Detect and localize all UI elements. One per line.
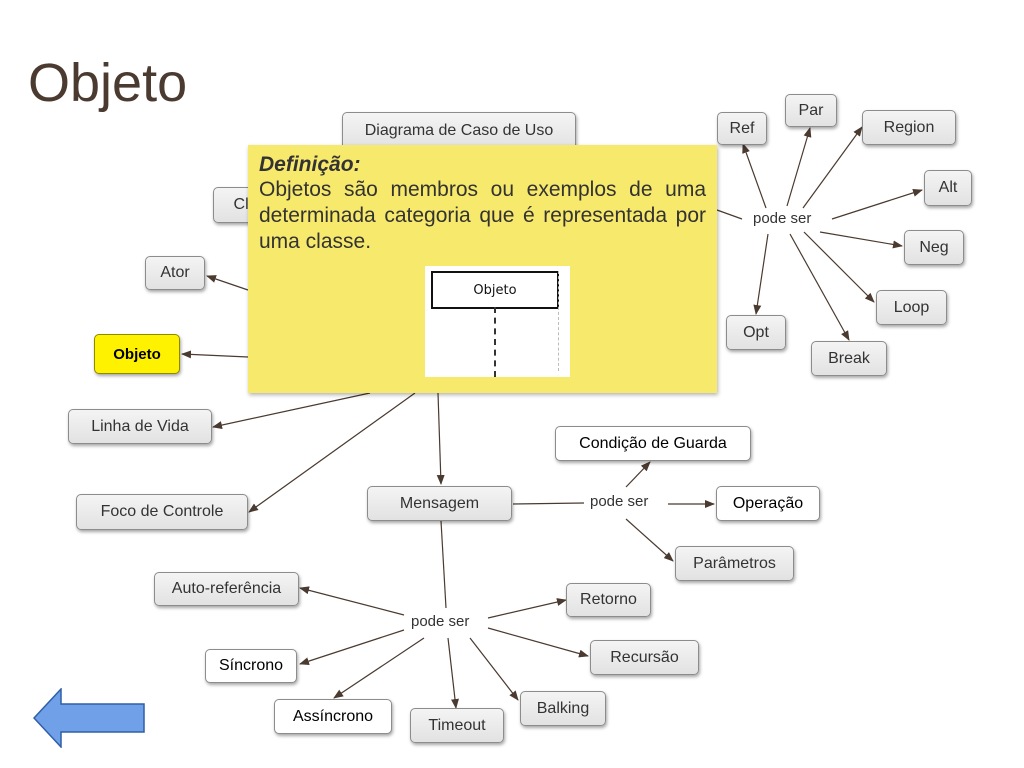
edge-ps-neg [819,231,903,249]
edge-ps-sincrono [299,629,405,666]
link-word-fragments: pode ser [750,210,815,227]
node-foco-de-controle[interactable]: Foco de Controle [76,494,248,530]
edge-ps-left [716,209,743,220]
node-operacao[interactable]: Operação [716,486,820,521]
node-timeout[interactable]: Timeout [410,708,504,743]
node-recursao[interactable]: Recursão [590,640,699,675]
edge-to-linha-de-vida [212,392,371,430]
node-assincrono[interactable]: Assíncrono [274,699,392,734]
edge-to-objeto [181,350,249,359]
figure-sideline [558,271,559,371]
node-diagrama-caso-de-uso[interactable]: Diagrama de Caso de Uso [342,112,576,150]
node-mensagem[interactable]: Mensagem [367,486,512,521]
edge-ps-balking [469,637,519,701]
node-retorno[interactable]: Retorno [566,583,651,617]
edge-ps-parametros [625,518,674,562]
link-word-tipos: pode ser [408,613,473,630]
slide-title: Objeto [28,53,188,113]
edge-ps-retorno [487,598,567,619]
back-button[interactable] [33,688,145,748]
node-alt[interactable]: Alt [924,170,972,206]
node-parametros[interactable]: Parâmetros [675,546,794,581]
edge-ps-break [789,233,850,341]
left-arrow-icon [33,688,145,748]
edge-ps-par [786,127,812,207]
edge-ps-opt [753,233,769,315]
definition-heading: Definição: [259,153,361,176]
node-auto-referencia[interactable]: Auto-referência [154,572,299,606]
edge-ps-ref [742,143,767,209]
edge-ps-auto-ref [299,586,405,616]
edge-to-mensagem [436,392,445,485]
definition-text: Objetos são membros ou exemplos de uma d… [259,178,706,253]
edge-ps-recursao [487,627,589,658]
definition-popup: Definição: Objetos são membros ou exempl… [248,145,717,393]
node-ator[interactable]: Ator [145,256,205,290]
edge-ps-loop [803,231,875,303]
node-par[interactable]: Par [785,94,837,127]
node-break[interactable]: Break [811,341,887,376]
node-opt[interactable]: Opt [726,315,786,350]
node-ref[interactable]: Ref [717,112,767,145]
edge-ps-condicao [625,461,651,488]
figure-object-box: Objeto [431,271,559,309]
edge-ps-assincrono [333,637,425,699]
figure-lifeline [494,307,496,377]
node-loop[interactable]: Loop [876,290,947,325]
object-lifeline-figure: Objeto [425,266,570,377]
link-word-mensagem: pode ser [587,493,652,510]
edge-ps-timeout [447,637,459,709]
node-neg[interactable]: Neg [904,230,964,265]
node-sincrono[interactable]: Síncrono [205,649,297,683]
node-balking[interactable]: Balking [520,691,606,726]
node-condicao-de-guarda[interactable]: Condição de Guarda [555,426,751,461]
edge-mensagem-ps [512,502,585,505]
node-region[interactable]: Region [862,110,956,145]
edge-mensagem-ps2 [440,520,447,609]
edge-ps-alt [831,188,923,220]
edge-to-ator [206,275,249,291]
node-linha-de-vida[interactable]: Linha de Vida [68,409,212,444]
node-objeto[interactable]: Objeto [94,334,180,374]
edge-ps-region [802,126,863,209]
edge-to-foco-de-controle [248,392,416,513]
